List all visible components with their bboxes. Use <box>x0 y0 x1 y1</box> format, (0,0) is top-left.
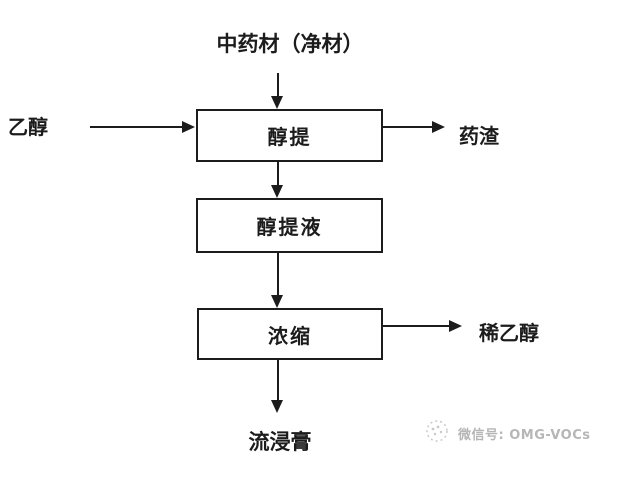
process-box-label: 醇提 <box>267 125 312 149</box>
process-box-extract-liquid: 醇提液 <box>196 198 383 253</box>
process-box-concentration: 浓缩 <box>197 308 383 360</box>
arrow-line <box>90 126 184 128</box>
watermark-text: 微信号: OMG-VOCs <box>458 427 591 443</box>
arrow-head-icon <box>271 400 283 413</box>
arrow-line <box>277 73 279 98</box>
source-material-label: 中药材（净材） <box>216 32 364 56</box>
arrow-head-icon <box>432 121 445 133</box>
process-box-label: 醇提液 <box>256 215 323 239</box>
arrow-line <box>383 126 433 128</box>
residue-output-label: 药渣 <box>459 124 499 148</box>
final-product-label: 流浸膏 <box>248 430 312 454</box>
arrow-head-icon <box>271 295 283 308</box>
watermark: 微信号: OMG-VOCs <box>424 418 591 448</box>
arrow-line <box>383 325 450 327</box>
arrow-head-icon <box>271 96 283 109</box>
arrow-head-icon <box>182 121 195 133</box>
arrow-line <box>277 253 279 296</box>
dilute-ethanol-output-label: 稀乙醇 <box>479 321 539 345</box>
process-box-extraction: 醇提 <box>196 109 383 162</box>
arrow-head-icon <box>271 185 283 198</box>
arrow-head-icon <box>449 320 462 332</box>
arrow-line <box>277 162 279 186</box>
wechat-logo-icon <box>424 418 450 448</box>
arrow-line <box>277 360 279 401</box>
ethanol-input-label: 乙醇 <box>8 115 48 139</box>
process-box-label: 浓缩 <box>268 323 312 348</box>
